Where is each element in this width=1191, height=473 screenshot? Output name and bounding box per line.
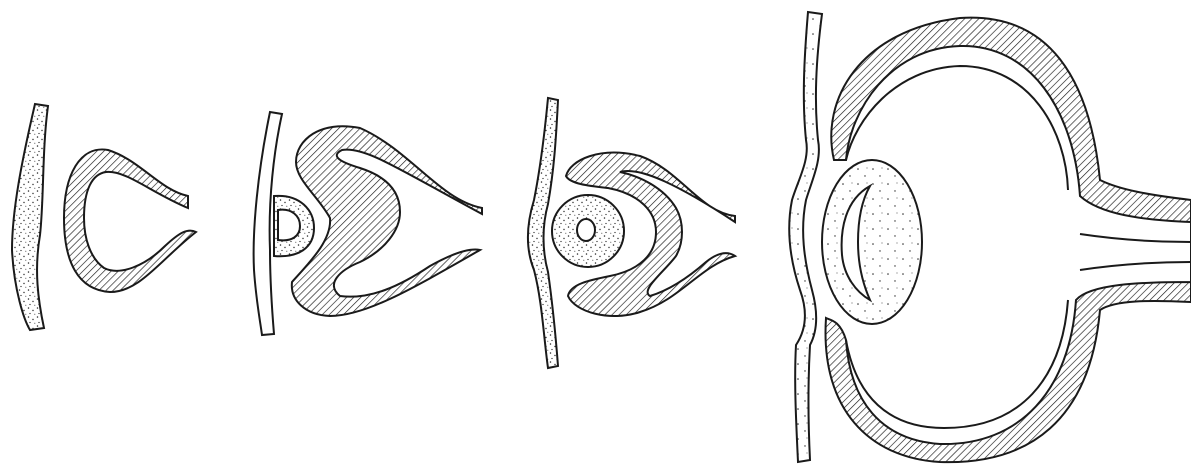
surface-ectoderm-4	[789, 12, 822, 462]
lens-vesicle-lumen-3	[577, 219, 595, 241]
optic-stalk-lumen-4	[1080, 234, 1191, 270]
stage-3	[528, 98, 735, 368]
lens-4	[822, 160, 922, 324]
optic-cup-2	[292, 126, 482, 316]
stage-2	[254, 112, 482, 335]
stage-1	[12, 104, 196, 330]
stage-4	[789, 12, 1191, 462]
optic-vesicle-1	[64, 149, 196, 292]
surface-ectoderm-1	[12, 104, 48, 330]
